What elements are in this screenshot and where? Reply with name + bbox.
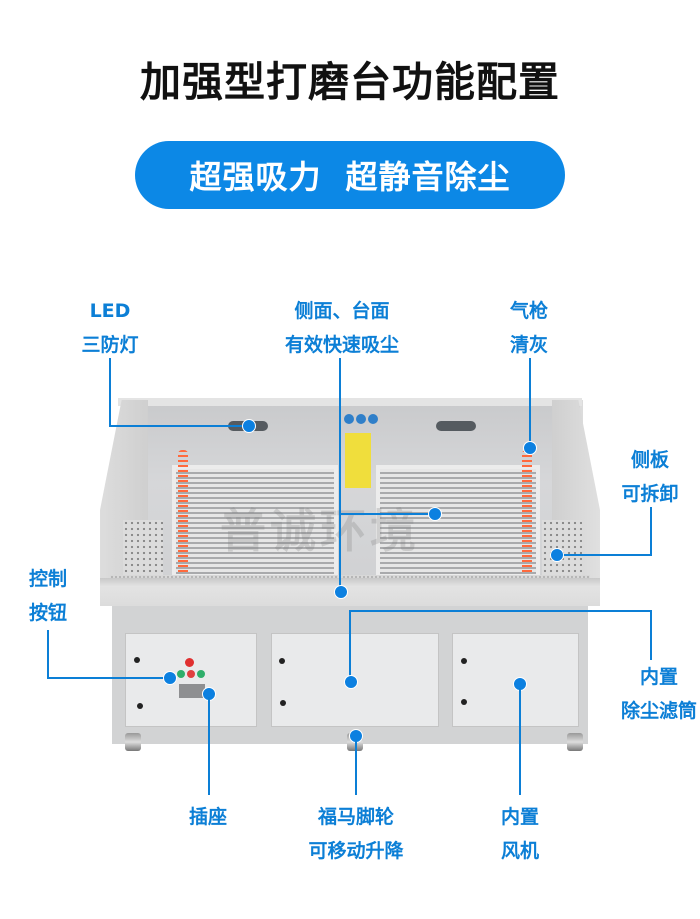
air-hose-right: [522, 450, 532, 580]
door-lock: [279, 658, 285, 664]
callout-casters: 福马脚轮 可移动升降: [308, 806, 404, 862]
callout-socket: 插座: [188, 806, 227, 828]
leader-line: [47, 630, 49, 678]
door-lock: [280, 700, 286, 706]
hood-top-edge: [118, 398, 582, 406]
callout-dot: [242, 419, 256, 433]
run-button: [197, 670, 205, 678]
leader-line: [109, 358, 111, 426]
page-title: 加强型打磨台功能配置: [140, 58, 560, 106]
callout-suction: 侧面、台面 有效快速吸尘: [284, 300, 399, 356]
callout-air-gun: 气枪 清灰: [509, 300, 548, 356]
leader-line: [519, 688, 521, 795]
leader-line: [47, 677, 169, 679]
callout-filter: 内置 除尘滤筒: [620, 666, 697, 722]
callout-led-lamp: LED 三防灯: [81, 300, 139, 356]
leader-line: [339, 358, 341, 593]
air-hose-left: [178, 450, 188, 580]
door-lock: [137, 703, 143, 709]
leader-line: [349, 610, 351, 680]
leader-line: [355, 740, 357, 795]
start-button: [177, 670, 185, 678]
callout-control-buttons: 控制 按钮: [28, 568, 67, 624]
feature-banner: 超强吸力 超静音除尘: [135, 141, 565, 209]
callout-dot: [428, 507, 442, 521]
leader-line: [650, 507, 652, 556]
callout-dot: [334, 585, 348, 599]
leader-line: [208, 697, 210, 795]
led-lamp-right: [436, 421, 476, 431]
leader-line: [529, 358, 531, 448]
table-top-edge: [100, 578, 600, 606]
callout-side-panel: 侧板 可拆卸: [621, 449, 679, 505]
leader-line: [339, 513, 435, 515]
door-lock: [461, 658, 467, 664]
leader-line: [557, 554, 652, 556]
suction-grill-left: [172, 465, 338, 578]
door-lock: [134, 657, 140, 663]
callout-fan: 内置 风机: [500, 806, 539, 862]
stop-button: [187, 670, 195, 678]
callout-dot: [163, 671, 177, 685]
callout-dot: [550, 548, 564, 562]
emergency-stop-button: [185, 658, 194, 667]
leader-line: [109, 425, 249, 427]
watermark: 普诚环境: [220, 504, 420, 558]
callout-dot: [344, 675, 358, 689]
feature-suction: 超强吸力: [189, 158, 322, 196]
warning-notice-label: [345, 433, 371, 488]
leader-line: [650, 610, 652, 660]
cabinet-door-control: [125, 633, 257, 727]
door-lock: [461, 699, 467, 705]
caster-wheel: [567, 733, 583, 751]
callout-dot: [523, 441, 537, 455]
leader-line: [349, 610, 651, 612]
power-socket: [179, 684, 205, 698]
safety-signs: [344, 414, 380, 426]
feature-quiet: 超静音除尘: [345, 158, 511, 196]
caster-wheel: [125, 733, 141, 751]
